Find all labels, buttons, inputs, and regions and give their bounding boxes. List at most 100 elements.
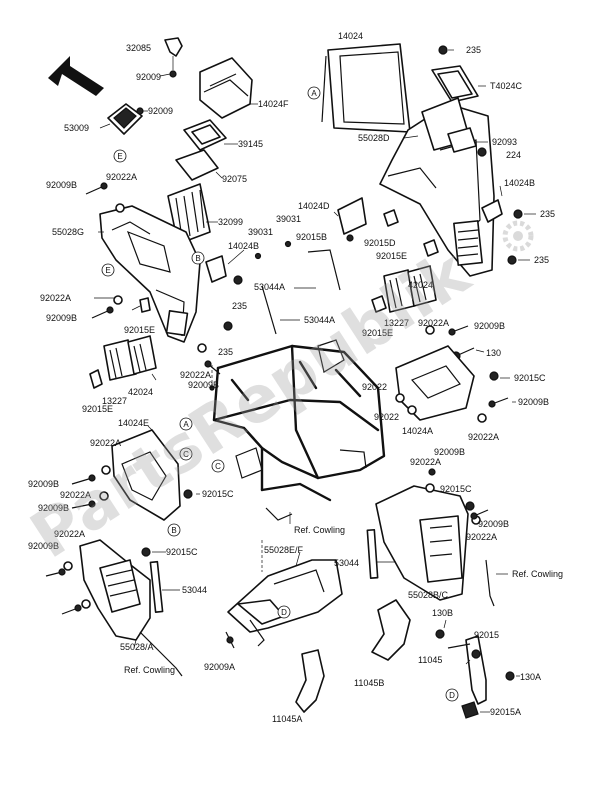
label-235-right-2: 235 bbox=[534, 255, 549, 265]
label-92015E-1: 92015E bbox=[124, 325, 155, 335]
label-14024D: 14024D bbox=[298, 201, 330, 211]
label-53044-center: 53044 bbox=[334, 558, 359, 568]
label-92009-b: 92009 bbox=[148, 106, 173, 116]
label-235-left-2: 235 bbox=[218, 347, 233, 357]
svg-text:C: C bbox=[183, 450, 189, 459]
bolt-130A bbox=[505, 671, 515, 681]
grommet-92093 bbox=[447, 127, 477, 153]
label-92022A-6: 92022A bbox=[90, 438, 121, 448]
label-92009-top: 92009 bbox=[136, 72, 161, 82]
label-92009B-9: 92009B bbox=[478, 519, 509, 529]
screw-235-top bbox=[438, 45, 448, 55]
lower-panel-55028A bbox=[79, 539, 151, 641]
seal-53044-center bbox=[366, 528, 379, 579]
washer-92022A-6 bbox=[101, 465, 111, 475]
grommet-39031-b bbox=[284, 240, 292, 248]
seal-39145 bbox=[183, 119, 227, 151]
nut-92015C-1 bbox=[489, 371, 499, 381]
label-53009: 53009 bbox=[64, 123, 89, 133]
svg-text:B: B bbox=[171, 526, 176, 535]
svg-text:E: E bbox=[117, 152, 122, 161]
label-92022A-9: 92022A bbox=[466, 532, 497, 542]
nut-92015B bbox=[346, 234, 354, 242]
ref-cowling-line-right bbox=[485, 559, 495, 607]
label-92015C-4: 92015C bbox=[166, 547, 198, 557]
washer-92022A-8 bbox=[425, 483, 435, 493]
label-39145: 39145 bbox=[238, 139, 263, 149]
grommet-53009 bbox=[107, 103, 143, 135]
bolt-92009B-4 bbox=[448, 325, 469, 336]
label-92022A-7: 92022A bbox=[60, 490, 91, 500]
front-direction-arrow-icon bbox=[48, 56, 104, 96]
screw-235-left-1 bbox=[233, 275, 243, 285]
screw-92009-top bbox=[169, 70, 177, 78]
label-224: 224 bbox=[506, 150, 521, 160]
label-32085: 32085 bbox=[126, 43, 151, 53]
label-92015E-2: 92015E bbox=[82, 404, 113, 414]
label-92009B-2: 92009B bbox=[46, 313, 77, 323]
label-13227-left: 13227 bbox=[102, 396, 127, 406]
bolt-92009B-10 bbox=[61, 604, 82, 615]
washer-92022A-5 bbox=[477, 413, 487, 423]
label-92022A-2: 92022A bbox=[40, 293, 71, 303]
label-14024B-left: 14024B bbox=[228, 241, 259, 251]
label-ref-cowling-center: Ref. Cowling bbox=[294, 525, 345, 535]
label-92009B-4: 92009B bbox=[474, 321, 505, 331]
svg-text:C: C bbox=[215, 462, 221, 471]
bolt-92009B-3 bbox=[204, 360, 221, 375]
grill-42024-left bbox=[103, 335, 157, 381]
label-92009B-3: 92009B bbox=[188, 380, 219, 390]
svg-text:D: D bbox=[449, 691, 455, 700]
washer-92022A-7 bbox=[99, 491, 109, 501]
screw-224 bbox=[477, 147, 487, 157]
label-235-right-1: 235 bbox=[540, 209, 555, 219]
pad-92075 bbox=[175, 149, 219, 181]
bolt-92009B-1 bbox=[85, 182, 108, 195]
washer-92022-2 bbox=[407, 405, 417, 415]
callout-A-1: A bbox=[307, 86, 321, 100]
bolt-92009B-7 bbox=[71, 500, 96, 509]
label-39031-b: 39031 bbox=[276, 214, 301, 224]
label-92009B-5: 92009B bbox=[518, 397, 549, 407]
label-92022-2: 92022 bbox=[374, 412, 399, 422]
bracket-11045B bbox=[371, 599, 411, 661]
label-92015E-3: 92015E bbox=[376, 251, 407, 261]
label-235-top: 235 bbox=[466, 45, 481, 55]
label-11045A: 11045A bbox=[272, 714, 302, 724]
bolt-92009B-9 bbox=[45, 568, 66, 577]
seal-53044-left bbox=[149, 560, 164, 613]
callout-D-2: D bbox=[445, 688, 459, 702]
washer-92022A-2 bbox=[113, 295, 123, 305]
label-92015: 92015 bbox=[474, 630, 499, 640]
label-92015C-2: 92015C bbox=[202, 489, 234, 499]
nut-92015C-4 bbox=[465, 501, 475, 511]
nut-92015 bbox=[471, 649, 481, 659]
label-92022A-1: 92022A bbox=[106, 172, 137, 182]
cowling-stay-frame bbox=[212, 339, 386, 521]
label-92009B-7: 92009B bbox=[38, 503, 69, 513]
bolt-92009B-8 bbox=[428, 468, 436, 476]
inner-panel-55028G bbox=[99, 205, 201, 343]
label-11045: 11045 bbox=[418, 655, 442, 665]
panel-14024 bbox=[321, 43, 411, 133]
nut-92015C-3 bbox=[141, 547, 151, 557]
cover-14024F bbox=[199, 57, 253, 119]
screw-235-left-2 bbox=[223, 321, 233, 331]
label-14024A: 14024A bbox=[402, 426, 433, 436]
label-ref-cowling-left: Ref. Cowling bbox=[124, 665, 175, 675]
label-39031-a: 39031 bbox=[248, 227, 273, 237]
label-130A: 130A bbox=[520, 672, 541, 682]
washer-92022A-10 bbox=[81, 599, 91, 609]
label-32099: 32099 bbox=[218, 217, 243, 227]
bracket-14024B-right bbox=[481, 199, 503, 223]
label-14024F: 14024F bbox=[258, 99, 289, 109]
callout-D-1: D bbox=[277, 605, 291, 619]
seal-53044A-1 bbox=[307, 249, 341, 291]
callout-B-2: B bbox=[167, 523, 181, 537]
label-92009B-8: 92009B bbox=[434, 447, 465, 457]
label-42024-right: 42024 bbox=[408, 280, 433, 290]
screw-235-right-2 bbox=[507, 255, 517, 265]
seal-53044A-2 bbox=[261, 285, 277, 335]
bracket-11045A bbox=[295, 649, 325, 713]
